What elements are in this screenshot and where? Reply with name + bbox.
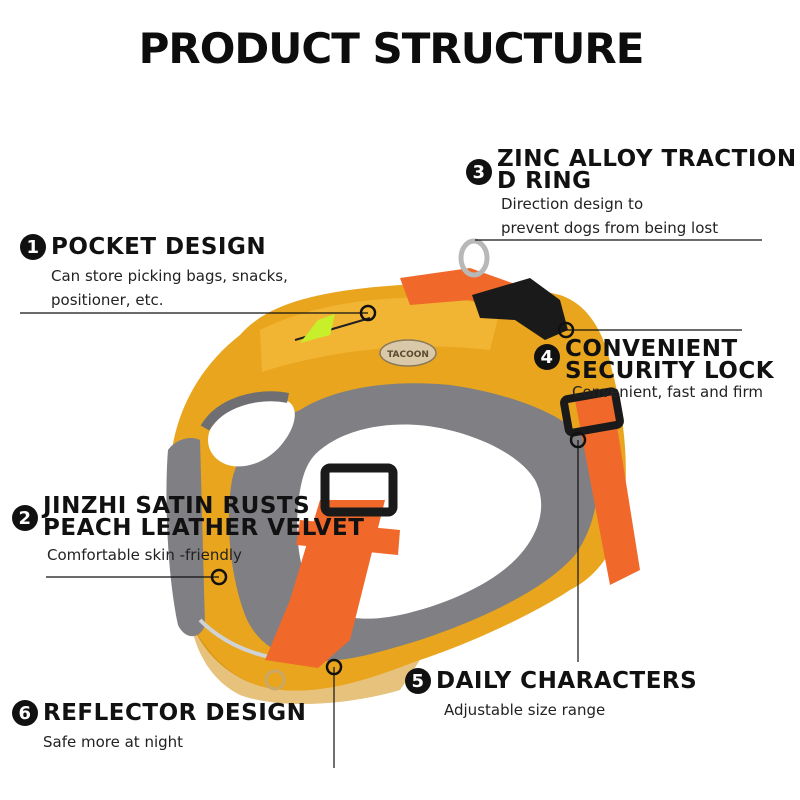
- feature-description: Can store picking bags, snacks,: [51, 267, 288, 285]
- harness-leg-opening: [208, 398, 295, 467]
- d-ring: [458, 238, 490, 278]
- dog-harness: TACOON: [166, 238, 640, 705]
- feature-heading: DAILY CHARACTERS: [436, 668, 698, 694]
- feature-heading: D RING: [497, 168, 592, 194]
- feature-d-ring: 3 ZINC ALLOY TRACTION D RING Direction d…: [466, 148, 797, 240]
- brand-tag-text: TACOON: [387, 350, 429, 360]
- feature-description: Safe more at night: [43, 733, 184, 751]
- feature-security-lock: 4 CONVENIENT SECURITY LOCK Convenient, f…: [534, 338, 774, 404]
- feature-heading: PEACH LEATHER VELVET: [43, 515, 365, 541]
- side-strap: [575, 395, 640, 585]
- feature-daily-characters: 5 DAILY CHARACTERS Adjustable size range: [405, 668, 697, 722]
- feature-heading: POCKET DESIGN: [51, 234, 267, 260]
- brand-tag: [379, 339, 437, 367]
- side-strap-buckle: [560, 387, 624, 437]
- feature-velvet-lining: 2 JINZHI SATIN RUSTS PEACH LEATHER VELVE…: [12, 495, 364, 567]
- harness-shade: [190, 620, 420, 705]
- feature-description: positioner, etc.: [51, 291, 164, 309]
- feature-heading: REFLECTOR DESIGN: [43, 700, 307, 726]
- feature-heading: CONVENIENT: [565, 336, 738, 362]
- badge-2: 2: [12, 505, 38, 531]
- badge-5: 5: [405, 668, 431, 694]
- chest-strap-buckle: [320, 463, 398, 517]
- feature-description: prevent dogs from being lost: [501, 219, 719, 237]
- feature-description: Direction design to: [501, 195, 644, 213]
- badge-1: 1: [20, 234, 46, 260]
- security-buckle: [472, 278, 568, 340]
- feature-description: Convenient, fast and firm: [572, 383, 763, 401]
- leader-lines: [20, 239, 762, 768]
- feature-pocket-design: 1 POCKET DESIGN Can store picking bags, …: [20, 234, 288, 312]
- feature-heading: ZINC ALLOY TRACTION: [497, 146, 797, 172]
- feature-description: Comfortable skin -friendly: [47, 546, 242, 564]
- zipper-pull: [300, 314, 335, 343]
- badge-6: 6: [12, 700, 38, 726]
- harness-side-lining: [166, 438, 205, 637]
- pocket: [260, 297, 500, 372]
- feature-heading: SECURITY LOCK: [565, 358, 775, 384]
- feature-description: Adjustable size range: [444, 701, 606, 719]
- badge-4: 4: [534, 344, 560, 370]
- page-title: PRODUCT STRUCTURE: [138, 24, 645, 73]
- feature-heading: JINZHI SATIN RUSTS: [43, 493, 311, 519]
- feature-reflector-design: 6 REFLECTOR DESIGN Safe more at night: [12, 700, 306, 754]
- leash-loop: [264, 669, 286, 691]
- badge-3: 3: [466, 159, 492, 185]
